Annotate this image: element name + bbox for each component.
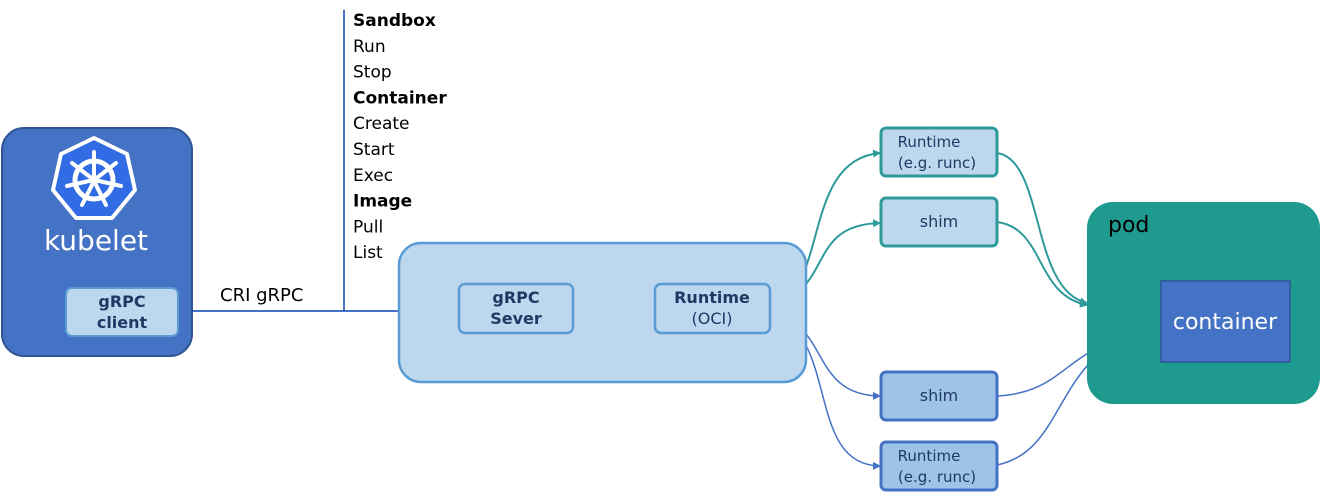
api-method-run: Run xyxy=(353,37,386,57)
container-box[interactable] xyxy=(1160,280,1291,363)
teal-runtime-label-line2: (e.g. runc) xyxy=(898,154,976,172)
api-method-pull: Pull xyxy=(353,217,383,237)
connectors xyxy=(178,10,1161,470)
api-method-exec: Exec xyxy=(353,166,393,186)
pod-block: pod container xyxy=(1087,202,1320,404)
grpc-server-box[interactable] xyxy=(457,282,575,335)
runtime-oci-label-line1: Runtime xyxy=(674,288,750,307)
api-method-start: Start xyxy=(353,140,395,160)
blue-runtime-label-line2: (e.g. runc) xyxy=(898,468,976,486)
api-method-list: List xyxy=(353,243,383,263)
runtime-oci-label-line2: (OCI) xyxy=(692,309,733,328)
grpc-server-label-line1: gRPC xyxy=(492,288,539,307)
api-group-image: Image xyxy=(353,192,412,212)
api-group-sandbox: Sandbox xyxy=(353,11,436,31)
teal-runtime-group: Runtime (e.g. runc) shim xyxy=(879,126,999,248)
kubelet-block: kubelet gRPC client xyxy=(1,127,193,357)
runtime-server-block: gRPC Sever Runtime (OCI) xyxy=(397,241,808,384)
api-method-stop: Stop xyxy=(353,63,392,83)
teal-runtime-label-line1: Runtime xyxy=(898,133,961,151)
teal-shim-label: shim xyxy=(920,212,959,231)
grpc-client-label-line1: gRPC xyxy=(98,292,145,311)
grpc-server-label-line2: Sever xyxy=(490,309,542,328)
blue-runtime-group: shim Runtime (e.g. runc) xyxy=(879,370,999,492)
api-group-container: Container xyxy=(353,88,447,108)
kubernetes-logo-icon xyxy=(51,136,137,220)
api-method-create: Create xyxy=(353,114,410,134)
teal-runtime-to-container-arrow xyxy=(996,152,1088,306)
grpc-client-label-line2: client xyxy=(97,313,148,332)
teal-shim-to-container-arrow xyxy=(996,221,1088,308)
runtime-oci-box[interactable] xyxy=(653,282,772,335)
blue-runtime-label-line1: Runtime xyxy=(898,447,961,465)
cri-grpc-label: CRI gRPC xyxy=(220,285,303,306)
blue-shim-label: shim xyxy=(920,386,959,405)
blue-runtime-box[interactable] xyxy=(879,440,999,492)
blue-shim-box[interactable] xyxy=(879,370,999,422)
grpc-client-box[interactable] xyxy=(65,287,179,337)
teal-shim-box[interactable] xyxy=(879,196,999,248)
kubelet-label: kubelet xyxy=(44,224,148,257)
runtime-server-panel xyxy=(397,241,808,384)
teal-runtime-box[interactable] xyxy=(879,126,999,178)
container-label: container xyxy=(1173,310,1278,335)
cri-api-list: SandboxRunStopContainerCreateStartExecIm… xyxy=(353,11,447,263)
pod-label: pod xyxy=(1108,213,1149,238)
